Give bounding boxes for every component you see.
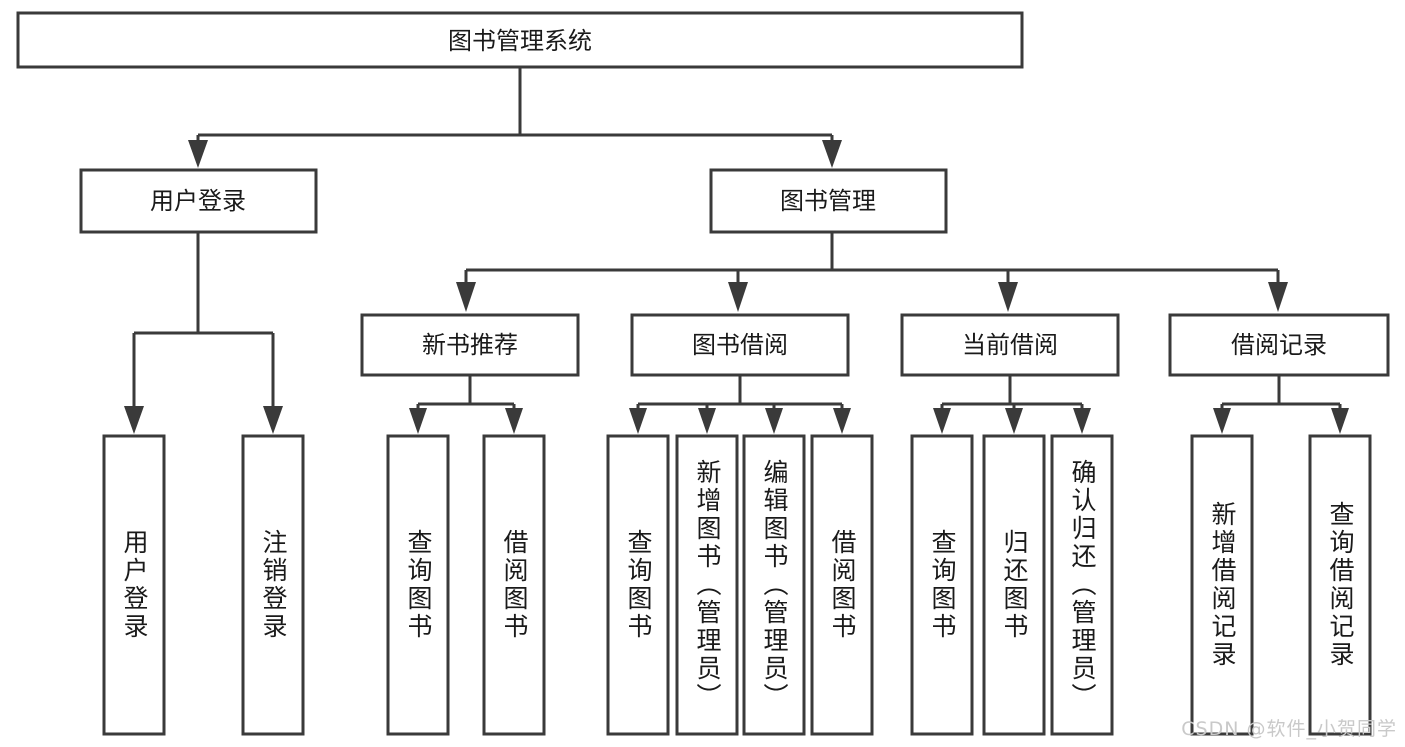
node-leaf-return-book-box[interactable] xyxy=(982,434,1046,736)
node-leaf-query-borrow-record-box[interactable] xyxy=(1308,434,1372,736)
leaf-box-layer xyxy=(102,434,1372,736)
node-book-borrow-label: 图书借阅 xyxy=(692,331,788,359)
node-new-book-rec-label: 新书推荐 xyxy=(422,331,518,359)
arrowhead-current-borrow xyxy=(998,282,1018,312)
node-borrow-records-label: 借阅记录 xyxy=(1231,331,1327,359)
node-user-login[interactable]: 用户登录 xyxy=(79,168,318,234)
arrowhead-user-login xyxy=(188,140,208,168)
arrowhead-new-book-rec xyxy=(456,282,476,312)
node-borrow-records-box xyxy=(1168,313,1390,377)
arrowhead-leaf-confirm-return-admin xyxy=(1073,408,1091,434)
node-leaf-borrow-book-box[interactable] xyxy=(810,434,874,736)
node-book-borrow[interactable]: 图书借阅 xyxy=(630,313,850,377)
node-leaf-query-book-current-box[interactable] xyxy=(910,434,974,736)
arrowhead-leaf-query-book-rec xyxy=(409,408,427,434)
node-leaf-query-book-borrow-box[interactable] xyxy=(606,434,670,736)
node-leaf-user-login-box[interactable] xyxy=(102,434,166,736)
arrowhead-leaf-return-book xyxy=(1005,408,1023,434)
node-leaf-user-logout-box[interactable] xyxy=(241,434,305,736)
arrowhead-book-manage xyxy=(822,140,842,168)
arrowhead-leaf-add-borrow-record xyxy=(1213,408,1231,434)
arrowhead-leaf-query-book-borrow xyxy=(629,408,647,434)
node-borrow-records[interactable]: 借阅记录 xyxy=(1168,313,1390,377)
node-leaf-query-book-rec-box[interactable] xyxy=(386,434,450,736)
arrowhead-leaf-edit-book-admin xyxy=(765,408,783,434)
node-leaf-borrow-book-rec-box[interactable] xyxy=(482,434,546,736)
arrowhead-leaf-user-logout xyxy=(263,406,283,434)
node-root-box xyxy=(16,11,1024,69)
node-book-manage[interactable]: 图书管理 xyxy=(709,168,948,234)
node-current-borrow-label: 当前借阅 xyxy=(962,331,1058,359)
node-book-manage-box xyxy=(709,168,948,234)
node-new-book-rec[interactable]: 新书推荐 xyxy=(360,313,580,377)
arrowhead-leaf-query-borrow-record xyxy=(1331,408,1349,434)
node-leaf-add-borrow-record-box[interactable] xyxy=(1190,434,1254,736)
arrowhead-book-borrow xyxy=(728,282,748,312)
node-current-borrow[interactable]: 当前借阅 xyxy=(900,313,1120,377)
node-book-manage-label: 图书管理 xyxy=(780,187,876,215)
node-new-book-rec-box xyxy=(360,313,580,377)
node-leaf-add-book-admin-box[interactable] xyxy=(675,434,739,736)
node-book-borrow-box xyxy=(630,313,850,377)
connector-layer xyxy=(124,67,1349,434)
arrowhead-borrow-records xyxy=(1268,282,1288,312)
watermark: CSDN @软件_小贺同学 xyxy=(1181,718,1397,740)
arrowhead-leaf-add-book-admin xyxy=(698,408,716,434)
node-root[interactable]: 图书管理系统 xyxy=(16,11,1024,69)
node-leaf-confirm-return-admin-box[interactable] xyxy=(1050,434,1114,736)
node-user-login-box xyxy=(79,168,318,234)
node-current-borrow-box xyxy=(900,313,1120,377)
arrowhead-leaf-borrow-book-rec xyxy=(505,408,523,434)
node-root-label: 图书管理系统 xyxy=(448,27,592,55)
arrowhead-leaf-borrow-book xyxy=(833,408,851,434)
arrowhead-leaf-user-login xyxy=(124,406,144,434)
node-user-login-label: 用户登录 xyxy=(150,187,246,215)
node-leaf-edit-book-admin-box[interactable] xyxy=(742,434,806,736)
arrowhead-leaf-query-book-current xyxy=(933,408,951,434)
